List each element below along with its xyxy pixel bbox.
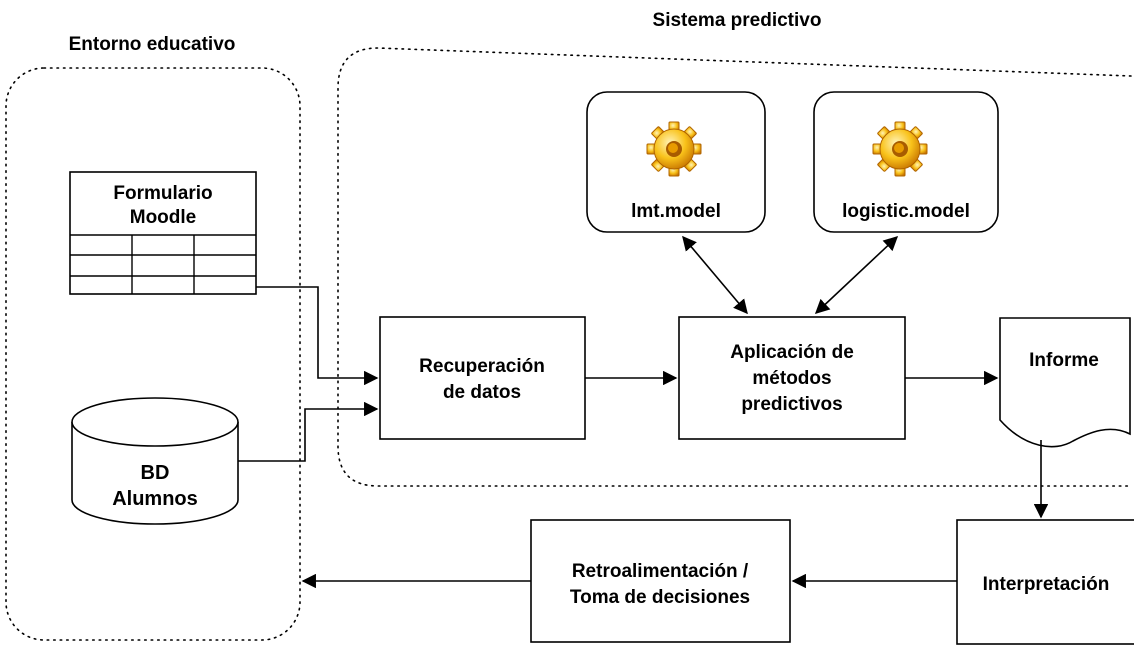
group-predictive-title: Sistema predictivo xyxy=(653,10,822,31)
gear-icon xyxy=(646,121,702,177)
group-predictive: Sistema predictivo xyxy=(337,10,1132,487)
connectors xyxy=(238,235,1049,589)
application-label-1: Aplicación de xyxy=(730,342,854,363)
form-moodle-label-1: Formulario xyxy=(113,183,212,204)
feedback-node: Retroalimentación / Toma de decisiones xyxy=(530,519,791,643)
edge-db-to-retrieval xyxy=(238,401,379,462)
report-label: Informe xyxy=(1029,350,1099,371)
interpretation-label: Interpretación xyxy=(983,574,1110,595)
lmt-model-label: lmt.model xyxy=(631,201,721,222)
retrieval-label-2: de datos xyxy=(443,382,521,403)
application-label-3: predictivos xyxy=(741,394,842,415)
form-moodle-label-2: Moodle xyxy=(130,207,197,228)
lmt-model-node: lmt.model xyxy=(586,91,766,233)
edge-logistic-application xyxy=(814,236,899,314)
group-educational: Entorno educativo xyxy=(5,34,301,641)
application-label-2: métodos xyxy=(752,368,831,389)
logistic-model-node: logistic.model xyxy=(813,91,999,233)
db-alumnos-label-1: BD xyxy=(141,462,170,484)
db-alumnos-label-2: Alumnos xyxy=(112,488,198,510)
db-alumnos-node: BD Alumnos xyxy=(71,397,239,525)
report-node: Informe xyxy=(999,317,1131,448)
application-node: Aplicación de métodos predictivos xyxy=(678,316,906,440)
retrieval-node: Recuperación de datos xyxy=(379,316,586,440)
interpretation-node: Interpretación xyxy=(956,519,1134,645)
edge-lmt-application xyxy=(682,235,748,315)
feedback-label-2: Toma de decisiones xyxy=(570,587,750,608)
gear-icon xyxy=(872,121,928,177)
logistic-model-label: logistic.model xyxy=(842,201,970,222)
edge-form-to-retrieval xyxy=(256,286,379,386)
group-educational-title: Entorno educativo xyxy=(69,34,236,55)
feedback-label-1: Retroalimentación / xyxy=(572,561,749,582)
form-moodle-node: Formulario Moodle xyxy=(69,171,257,295)
retrieval-label-1: Recuperación xyxy=(419,356,545,377)
